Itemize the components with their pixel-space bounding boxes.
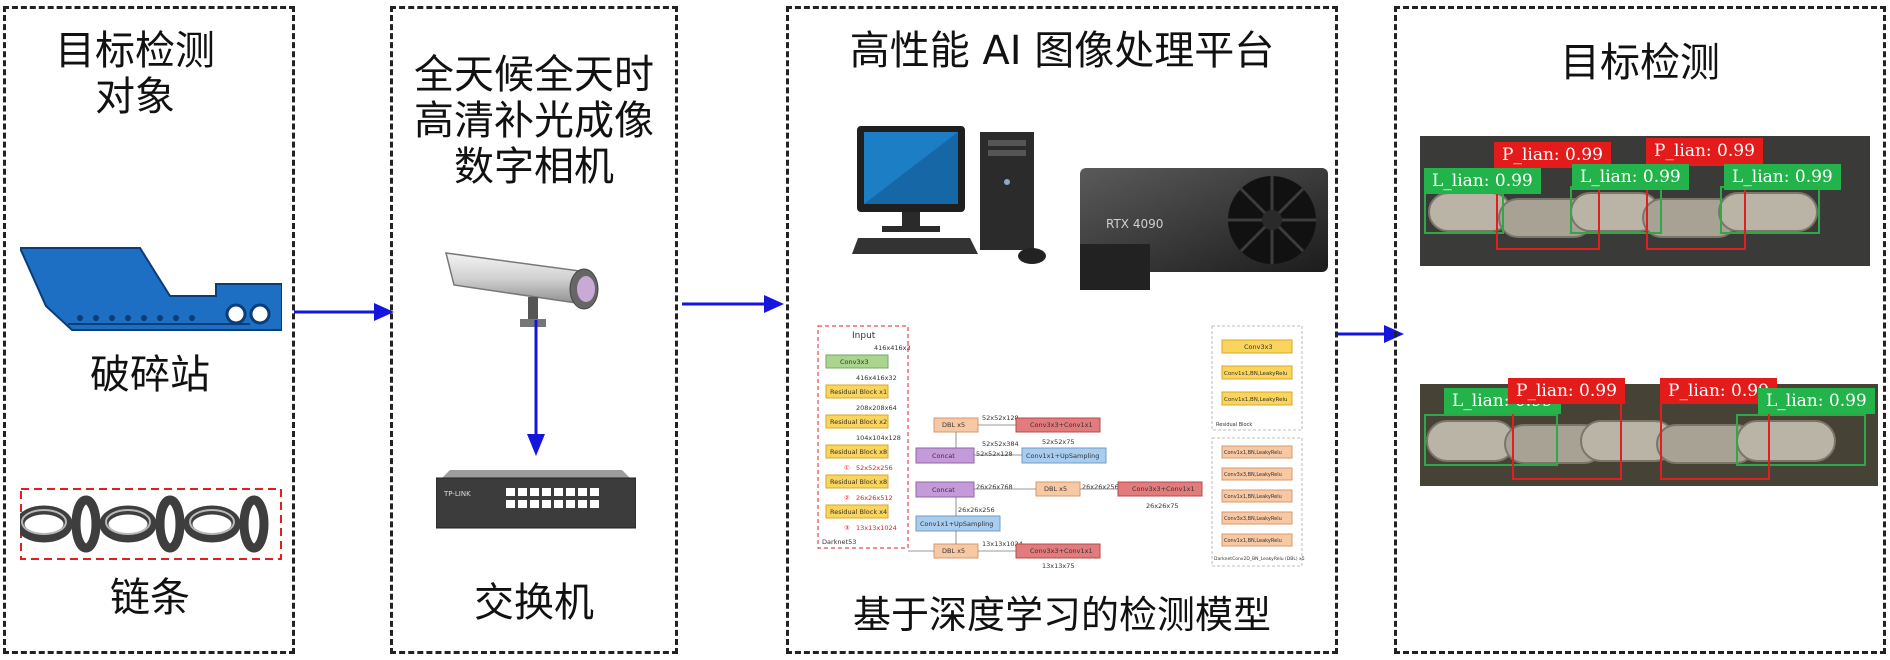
nn-rb-0 (1221, 339, 1293, 354)
nn-head-label-3: Conv3x3+Conv1x1 (1030, 547, 1093, 555)
nn-rb-label-0: Conv3x3 (1244, 343, 1273, 351)
crusher-label: 破碎站 (90, 352, 210, 398)
nn-concat-label-1: Concat (932, 452, 955, 460)
switch-brand: TP-LINK (443, 490, 471, 498)
top-label-l2: L_lian: 0.99 (1572, 164, 1689, 190)
nn-dim-2: 208x208x64 (856, 404, 897, 412)
gpu-icon: RTX 4090 (1080, 168, 1328, 290)
nn-dbl-label-2: DBL x5 (1044, 485, 1067, 493)
nn-dim-3: 104x104x128 (856, 434, 901, 442)
nn-head-label-1: Conv3x3+Conv1x1 (1030, 421, 1093, 429)
nn-marker-3: ③ (844, 524, 850, 532)
arrow-to-camera (294, 303, 394, 321)
nn-backbone-4: Residual Block x8 (830, 478, 887, 486)
bottom-label-l2: L_lian: 0.99 (1758, 388, 1875, 414)
nn-dbl-label-3: DBL x5 (942, 547, 965, 555)
nn-dim-1: 416x416x32 (856, 374, 897, 382)
camera-icon (445, 252, 599, 327)
nn-mid-dim-3: 26x26x768 (976, 483, 1013, 491)
nn-res-1 (825, 384, 889, 399)
panel-camera (390, 6, 678, 654)
nn-dim-6: 13x13x1024 (856, 524, 897, 532)
nn-concat-1 (915, 447, 975, 464)
nn-rb-label-2: Conv1x1,BN,LeakyRelu (1224, 397, 1288, 403)
nn-rb-2 (1221, 391, 1293, 406)
nn-mid-dim-1: 52x52x384 (982, 440, 1019, 448)
nn-backbone-1: Residual Block x1 (830, 388, 887, 396)
nn-dbl-name: DarknetConv2D_BN_LeakyRelu (DBL) x5 (1214, 556, 1305, 562)
nn-rb-name: Residual Block (1216, 422, 1252, 428)
panel-detection-objects (3, 6, 295, 654)
arrow-camera-to-switch (527, 320, 545, 456)
nn-backbone-name: Darknet53 (822, 538, 856, 546)
nn-concat-label-2: Concat (932, 486, 955, 494)
nn-backbone-3: Residual Block x8 (830, 448, 887, 456)
nn-dbl-item-1 (1221, 467, 1293, 481)
panel-detection-result (1394, 6, 1886, 654)
nn-dbl-label-1: DBL x5 (942, 421, 965, 429)
top-label-l1: L_lian: 0.99 (1424, 168, 1541, 194)
nn-upsample-label-1: Conv1x1+UpSampling (1026, 452, 1099, 460)
nn-output-1: 52x52x75 (1042, 438, 1075, 446)
nn-rb-1 (1221, 365, 1293, 380)
nn-output-2: 26x26x75 (1146, 502, 1179, 510)
nn-dim-4: 52x52x256 (856, 464, 893, 472)
nn-dbl-item-label-2: Conv1x1,BN,LeakyRelu (1224, 494, 1282, 500)
nn-backbone-0: Conv3x3 (840, 358, 869, 366)
panel-ai-platform (786, 6, 1338, 654)
nn-head-label-2: Conv3x3+Conv1x1 (1132, 485, 1195, 493)
computer-icon (852, 126, 1046, 264)
nn-mid-dim-0: 52x52x128 (982, 414, 1019, 422)
arrow-to-platform (682, 295, 784, 313)
nn-upsample-1 (1021, 447, 1107, 464)
panel2-title: 全天候全天时 高清补光成像 数字相机 (414, 52, 654, 190)
nn-dbl-item-label-4: Conv1x1,BN,LeakyRelu (1224, 538, 1282, 544)
nn-upsample-label-2: Conv1x1+UpSampling (920, 520, 993, 528)
panel3-title: 高性能 AI 图像处理平台 (849, 28, 1275, 74)
nn-backbone-5: Residual Block x4 (830, 508, 887, 516)
crusher-station-icon (20, 247, 282, 331)
nn-concat-2 (915, 481, 975, 498)
bottom-label-p2: P_lian: 0.99 (1660, 378, 1777, 404)
nn-res-3 (825, 444, 889, 459)
top-label-p1: P_lian: 0.99 (1494, 142, 1611, 168)
nn-dim-5: 26x26x512 (856, 494, 893, 502)
nn-input-label: Input (852, 331, 876, 341)
detection-network-diagram: Input 416x416x3 Conv3x3 416x416x32 Resid… (817, 325, 1305, 570)
network-switch-icon: TP-LINK (436, 470, 636, 529)
nn-mid-dim-2: 52x52x128 (976, 450, 1013, 458)
nn-mid-dim-5: 26x26x256 (958, 506, 995, 514)
gpu-model-text: RTX 4090 (1106, 217, 1163, 231)
nn-backbone-conv (825, 354, 889, 369)
nn-output-3: 13x13x75 (1042, 562, 1075, 570)
nn-res-4 (825, 474, 889, 489)
nn-mid-dim-4: 26x26x256 (1082, 483, 1119, 491)
nn-res-2 (825, 414, 889, 429)
nn-backbone-2: Residual Block x2 (830, 418, 887, 426)
switch-label: 交换机 (474, 580, 594, 626)
detection-image-top (1420, 136, 1870, 266)
nn-dbl-item-3 (1221, 511, 1293, 525)
nn-mid-dim-6: 13x13x1024 (982, 540, 1023, 548)
top-label-l3: L_lian: 0.99 (1724, 164, 1841, 190)
nn-dbl-item-4 (1221, 533, 1293, 547)
nn-upsample-2 (915, 515, 1001, 532)
top-label-p2: P_lian: 0.99 (1646, 138, 1763, 164)
nn-marker-1: ① (844, 464, 850, 472)
nn-dbl-item-label-0: Conv1x1,BN,LeakyRelu (1224, 450, 1282, 456)
nn-dbl-item-label-3: Conv3x3,BN,LeakyRelu (1224, 516, 1282, 522)
nn-marker-2: ② (844, 494, 850, 502)
nn-res-5 (825, 504, 889, 519)
panel1-title: 目标检测 对象 (55, 28, 215, 120)
chain-label: 链条 (110, 575, 190, 621)
panel4-title: 目标检测 (1560, 40, 1720, 86)
nn-dbl-item-2 (1221, 489, 1293, 503)
nn-rb-label-1: Conv1x1,BN,LeakyRelu (1224, 371, 1288, 377)
bottom-label-p1: P_lian: 0.99 (1508, 378, 1625, 404)
nn-dim-0: 416x416x3 (874, 344, 911, 352)
chain-icon (20, 488, 282, 560)
nn-dbl-item-0 (1221, 445, 1293, 459)
model-caption: 基于深度学习的检测模型 (852, 593, 1271, 637)
nn-dbl-item-label-1: Conv3x3,BN,LeakyRelu (1224, 472, 1282, 478)
